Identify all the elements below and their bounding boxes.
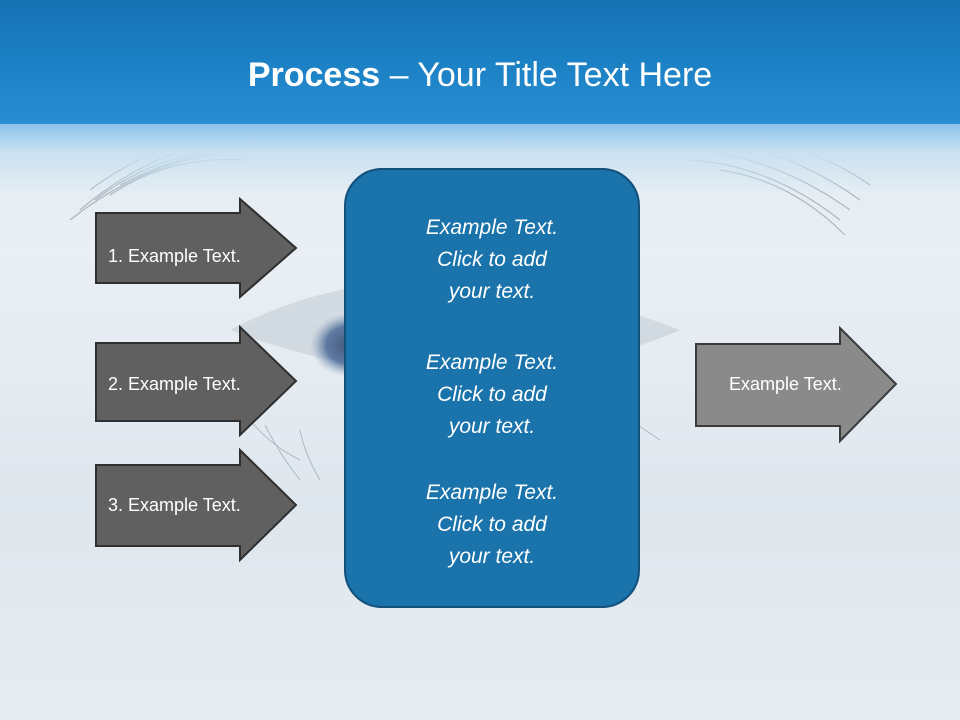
title-bold-part: Process <box>247 56 381 94</box>
center-block-2-line-3: your text. <box>448 415 536 438</box>
right-arrow-label: Example Text. <box>729 374 842 394</box>
title-rest-part: – Your Title Text Here <box>380 56 713 94</box>
title-bar <box>0 0 960 128</box>
slide-title[interactable]: Process – Your Title Text Here <box>0 52 960 98</box>
center-block-3-line-2: Click to add <box>437 513 547 536</box>
center-text-block-3[interactable]: Example Text. Click to add your text. <box>344 477 640 573</box>
center-text-block-1[interactable]: Example Text. Click to add your text. <box>344 212 640 308</box>
left-arrow-3-label: 3. Example Text. <box>108 495 241 515</box>
left-arrow-2[interactable] <box>94 325 300 437</box>
left-arrow-3[interactable] <box>94 448 300 563</box>
center-block-3-line-1: Example Text. <box>425 481 559 504</box>
center-text-block-2[interactable]: Example Text. Click to add your text. <box>344 347 640 443</box>
center-block-1-line-3: your text. <box>448 280 536 303</box>
center-block-2-line-2: Click to add <box>437 383 547 406</box>
center-text-box[interactable] <box>344 168 640 608</box>
right-arrow[interactable] <box>694 326 900 444</box>
center-block-1-line-1: Example Text. <box>425 216 559 239</box>
center-block-2-line-1: Example Text. <box>425 351 559 374</box>
left-arrow-1-label: 1. Example Text. <box>108 246 241 266</box>
left-arrow-1[interactable] <box>94 197 300 299</box>
center-block-3-line-3: your text. <box>448 545 536 568</box>
center-block-1-line-2: Click to add <box>437 248 547 271</box>
left-arrow-2-label: 2. Example Text. <box>108 374 241 394</box>
